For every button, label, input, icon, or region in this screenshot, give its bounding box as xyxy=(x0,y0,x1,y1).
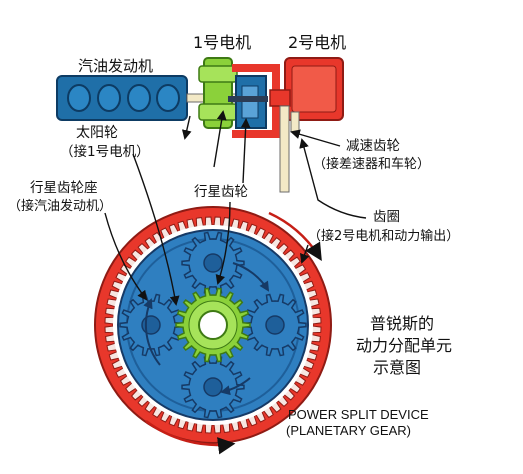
caption-line-1: POWER SPLIT DEVICE xyxy=(288,407,429,422)
caption-line-2: (PLANETARY GEAR) xyxy=(286,423,411,438)
title-line-2: 动力分配单元 xyxy=(356,336,452,355)
ring-gear-leader xyxy=(299,244,310,264)
motor1-block xyxy=(198,57,238,129)
planet-gear-pin xyxy=(141,315,161,335)
planet-gear-pin xyxy=(203,253,223,273)
engine-label: 汽油发动机 xyxy=(78,57,153,75)
ring-gear-label: 齿圈 xyxy=(373,209,400,225)
sun-gear-label: 太阳轮 xyxy=(76,125,118,141)
rotation-arrow xyxy=(220,377,251,396)
planet-gear-label: 行星齿轮 xyxy=(194,184,248,200)
carrier-top-leader xyxy=(213,110,227,168)
carrier-label: 行星齿轮座 xyxy=(30,180,98,196)
motor2-block xyxy=(269,57,344,121)
carrier-sublabel: （接汽油发动机） xyxy=(8,198,112,214)
title-line-1: 普锐斯的 xyxy=(370,314,434,333)
reduction-sublabel: （接差速器和车轮） xyxy=(313,156,430,172)
reduction-gear-stub xyxy=(290,111,300,133)
planet-top-leader xyxy=(240,118,251,184)
ring-rotation-arrow xyxy=(145,420,236,455)
reduction-shaft xyxy=(279,105,290,193)
sun-gear-leader xyxy=(132,153,180,306)
ring-top-leader xyxy=(299,138,367,219)
planet-gear-pin xyxy=(203,377,223,397)
carrier-leader xyxy=(104,212,148,301)
title-line-3: 示意图 xyxy=(373,358,421,377)
engine-block xyxy=(56,75,188,121)
reduction-leader xyxy=(290,129,341,147)
ring-gear-sublabel: （接2号电机和动力输出） xyxy=(308,228,459,244)
sun-gear-hub xyxy=(198,310,228,340)
rotation-arrow xyxy=(232,262,270,292)
inner-shaft xyxy=(228,96,268,102)
rotation-arrow xyxy=(143,298,161,366)
planet-gear-leader xyxy=(215,201,231,285)
ring-rotation-arrow xyxy=(268,211,322,261)
motor1-label: 1号电机 xyxy=(193,33,251,52)
sun-gear-top-leader xyxy=(181,115,192,140)
planet-gear-pin xyxy=(265,315,285,335)
reduction-label: 减速齿轮 xyxy=(346,138,400,154)
sun-gear-sublabel: （接1号电机） xyxy=(60,143,150,160)
motor2-label: 2号电机 xyxy=(288,33,346,52)
